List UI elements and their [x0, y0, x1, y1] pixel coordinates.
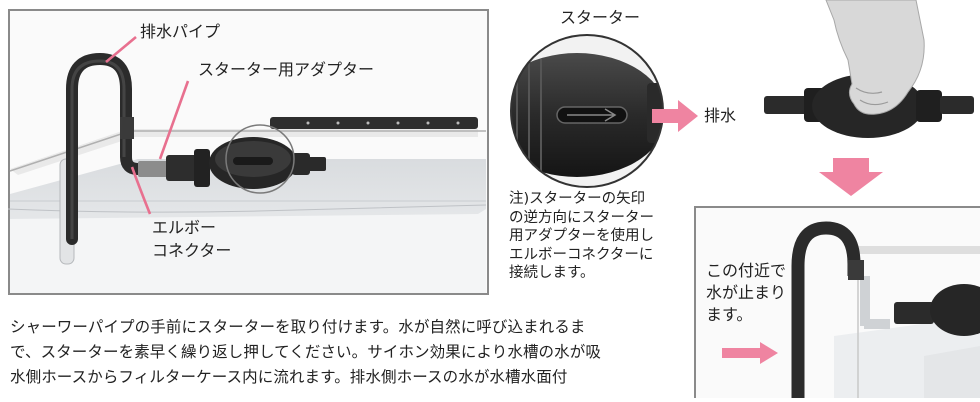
water-stop-drawing [694, 206, 980, 402]
hand-starter-drawing [764, 0, 974, 138]
note-line: 接続します。 [509, 265, 595, 281]
down-arrow [819, 158, 883, 196]
hand-pressing-starter-photo [756, 0, 980, 170]
note-line: の逆方向にスターター [509, 209, 654, 226]
aquarium-drawing [7, 9, 489, 295]
water-stop-line: ます。 [706, 305, 753, 324]
water-stop-text: この付近で 水が止まり ます。 [706, 260, 786, 326]
note-line: 用アダプターを使用し [509, 228, 654, 244]
instruction-line: シャーワーパイプの手前にスターターを取り付けます。水が自然に呼び込まれるま [10, 318, 586, 336]
note-line: 注)スターターの矢印 [509, 191, 646, 207]
water-stop-panel [694, 206, 980, 402]
starter-closeup [507, 33, 667, 189]
elbow-connector-label-line2: コネクター [152, 241, 232, 260]
starter-adapter-label: スターター用アダプター [198, 60, 375, 79]
drain-arrow [652, 100, 698, 132]
drain-pipe-label: 排水パイプ [140, 22, 221, 41]
water-stop-line: この付近で [706, 261, 787, 280]
note-block: 注)スターターの矢印 の逆方向にスターター 用アダプターを使用し エルボーコネク… [509, 190, 689, 283]
instruction-text: シャーワーパイプの手前にスターターを取り付けます。水が自然に呼び込まれるま で、… [10, 315, 690, 390]
note-line: エルボーコネクターに [509, 246, 654, 263]
elbow-connector-label-line1: エルボー [152, 218, 217, 237]
instruction-line: 水側ホースからフィルターケース内に流れます。排水側ホースの水が水槽水面付 [10, 368, 568, 386]
starter-closeup-drawing [510, 34, 664, 188]
instruction-line: で、スターターを素早く繰り返し押してください。サイホン効果により水槽の水が吸 [10, 343, 601, 361]
water-stop-line: 水が止まり [706, 283, 787, 302]
starter-label: スターター [560, 8, 641, 27]
aquarium-illustration-panel [7, 9, 489, 295]
drain-label: 排水 [704, 106, 737, 125]
